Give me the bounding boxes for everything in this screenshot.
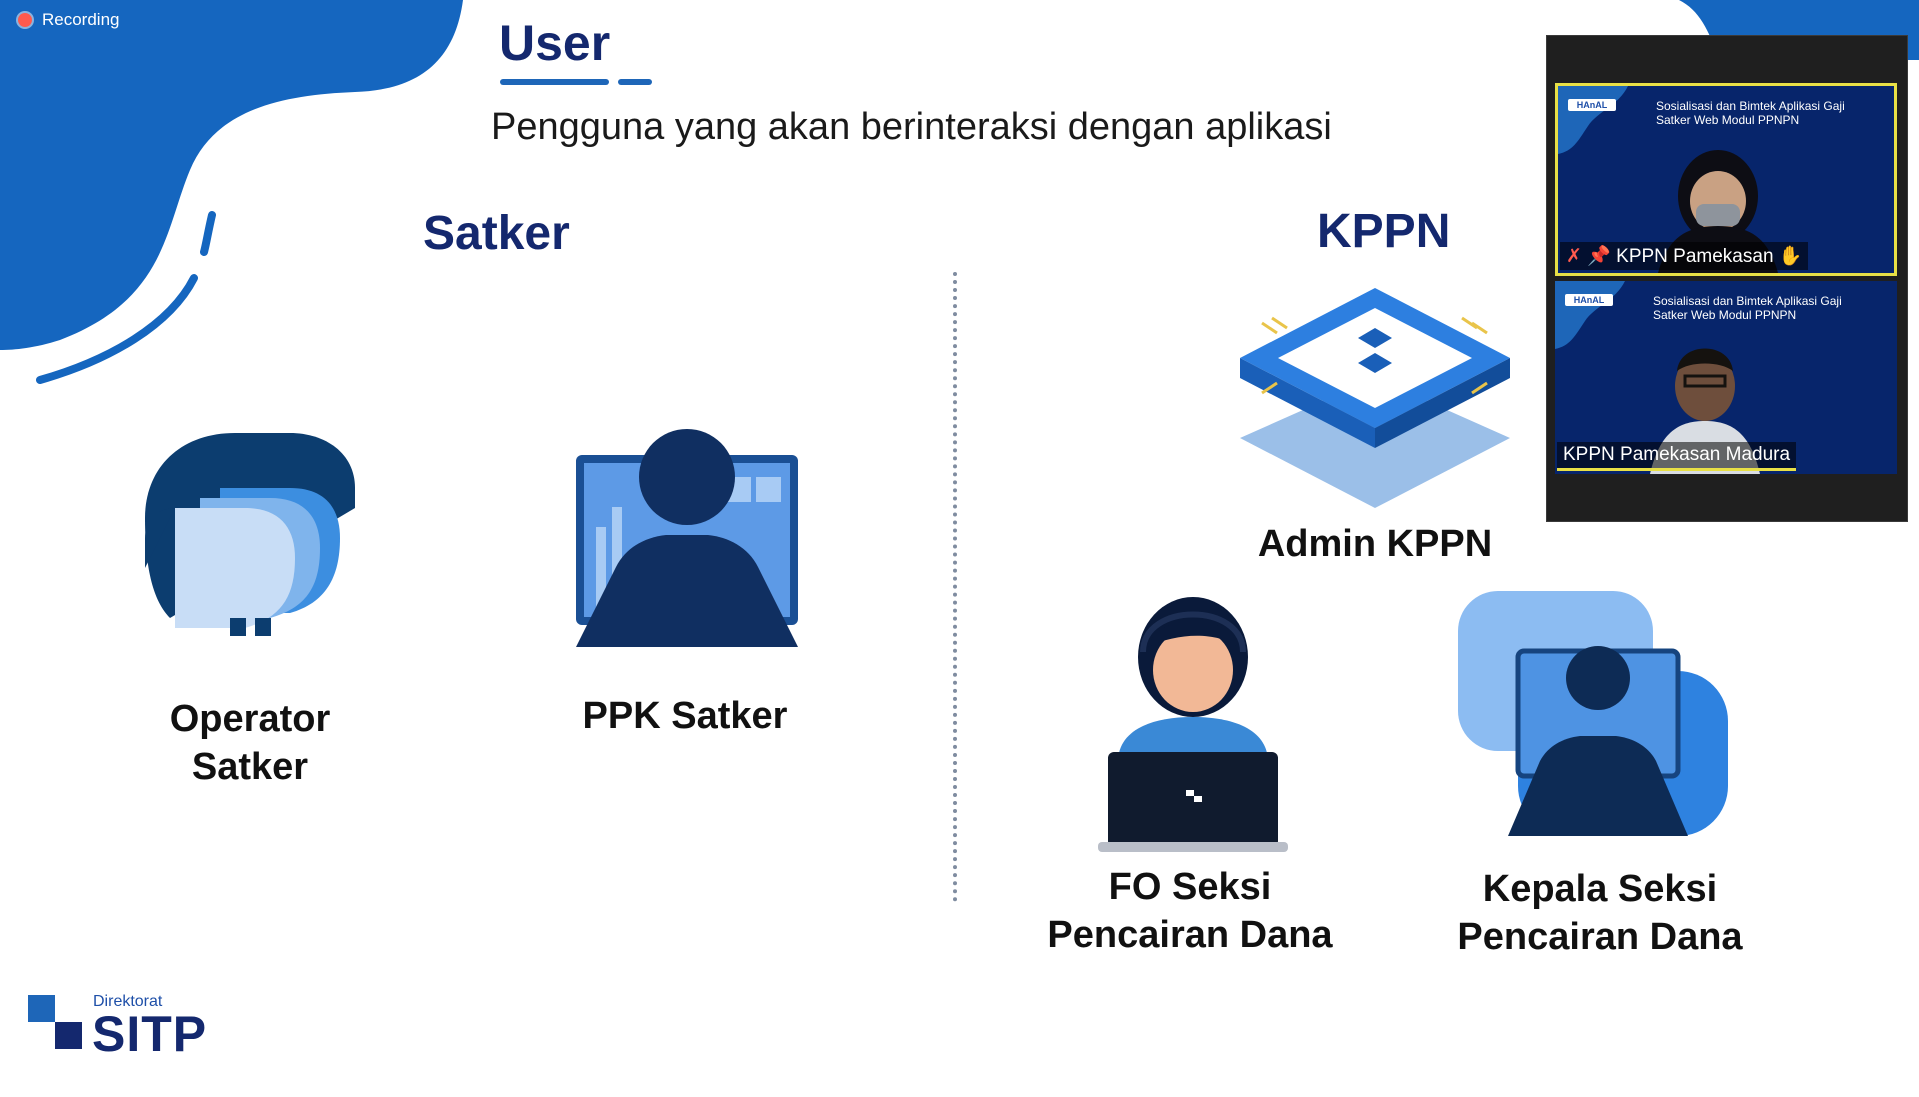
- operator-satker-label: Operator Satker: [150, 695, 350, 791]
- event-badge: HAnAL: [1565, 294, 1613, 306]
- operator-label-line2: Satker: [191, 746, 309, 788]
- recording-indicator: Recording: [18, 10, 120, 30]
- video-tile-kppn-pamekasan-madura[interactable]: HAnAL Sosialisasi dan Bimtek Aplikasi Ga…: [1555, 281, 1897, 474]
- participant-name-tag: KPPN Pamekasan Madura: [1557, 442, 1797, 471]
- slide-title: User: [499, 15, 611, 71]
- video-tile-kppn-pamekasan[interactable]: HAnAL Sosialisasi dan Bimtek Aplikasi Ga…: [1555, 83, 1897, 276]
- title-underline-short: [618, 79, 652, 85]
- participant-name: KPPN Pamekasan: [1616, 246, 1774, 267]
- participant-name: KPPN Pamekasan Madura: [1563, 444, 1791, 465]
- kppn-heading: KPPN: [1317, 205, 1451, 258]
- record-icon: [18, 13, 32, 27]
- logo-title: SITP: [92, 1006, 208, 1062]
- operator-satker-icon: [145, 433, 355, 636]
- kepala-seksi-label: Kepala Seksi Pencairan Dana: [1440, 865, 1760, 961]
- tile-banner-text: Sosialisasi dan Bimtek Aplikasi Gaji Sat…: [1653, 294, 1842, 322]
- decorative-wave-left: [0, 0, 463, 384]
- logo-subtitle: Direktorat: [93, 993, 163, 1010]
- fo-seksi-icon: [1098, 597, 1288, 852]
- slide-subtitle: Pengguna yang akan berinteraksi dengan a…: [491, 106, 1332, 148]
- event-badge: HAnAL: [1568, 99, 1616, 111]
- fo-label-line2: Pencairan Dana: [1047, 914, 1333, 956]
- fo-label-line1: FO Seksi: [1108, 866, 1272, 908]
- hand-icon: ✋: [1778, 246, 1803, 267]
- admin-kppn-label: Admin KPPN: [1257, 523, 1493, 565]
- operator-label-line1: Operator: [169, 698, 331, 740]
- sitp-logo-icon: [28, 995, 82, 1049]
- fo-seksi-label: FO Seksi Pencairan Dana: [1030, 863, 1350, 959]
- ppk-satker-label: PPK Satker: [582, 695, 788, 737]
- pin-icon: 📌: [1587, 246, 1611, 267]
- kepala-label-line2: Pencairan Dana: [1457, 916, 1743, 958]
- kepala-label-line1: Kepala Seksi: [1482, 868, 1718, 910]
- kepala-seksi-icon: [1458, 591, 1728, 836]
- mic-muted-icon: ✗: [1566, 246, 1582, 267]
- participant-video-panel[interactable]: HAnAL Sosialisasi dan Bimtek Aplikasi Ga…: [1546, 35, 1908, 522]
- tile-banner-text: Sosialisasi dan Bimtek Aplikasi Gaji Sat…: [1656, 99, 1845, 127]
- admin-kppn-chip-icon: [1240, 288, 1510, 508]
- satker-heading: Satker: [423, 207, 570, 260]
- recording-label: Recording: [42, 10, 120, 29]
- participant-name-tag: ✗ 📌 KPPN Pamekasan ✋: [1560, 242, 1809, 270]
- ppk-satker-icon: [576, 429, 798, 647]
- title-underline: [500, 79, 609, 85]
- section-divider: [953, 272, 957, 902]
